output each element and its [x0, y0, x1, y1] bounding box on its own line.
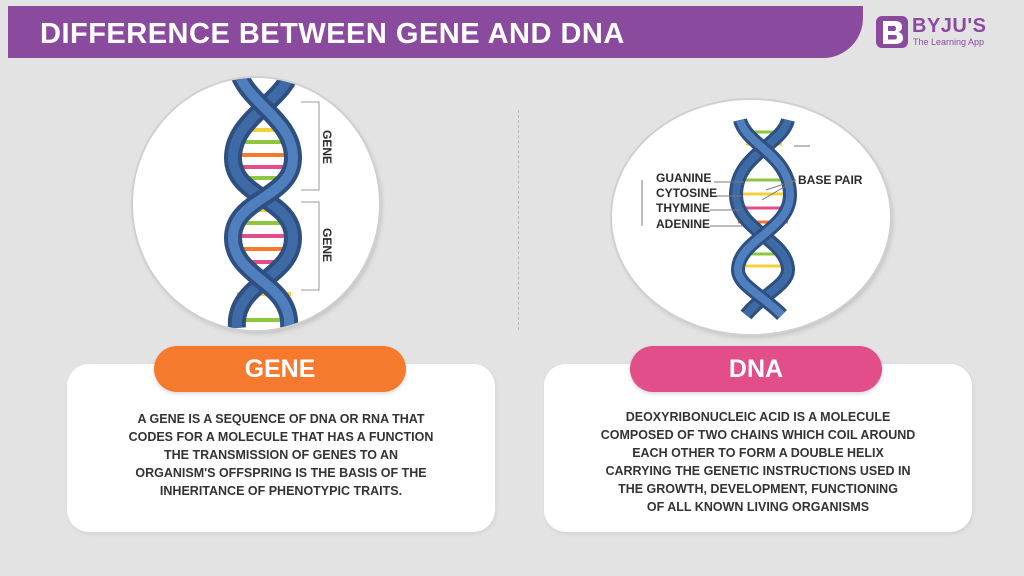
gene-diagram: GENE GENE	[133, 78, 379, 330]
dna-title-pill: DNA	[630, 346, 882, 392]
dna-helix-icon: GENE GENE	[223, 78, 334, 329]
page-title: DIFFERENCE BETWEEN GENE AND DNA	[40, 18, 625, 50]
dna-diagram: GUANINE CYTOSINE THYMINE ADENINE BASE PA…	[612, 100, 890, 334]
dna-title: DNA	[728, 354, 784, 383]
logo-badge	[876, 16, 908, 48]
dna-card: DEOXYRIBONUCLEIC ACID IS A MOLECULE COMP…	[544, 364, 972, 532]
header-banner: DIFFERENCE BETWEEN GENE AND DNA	[8, 6, 863, 58]
cytosine-label: CYTOSINE	[656, 186, 717, 200]
guanine-label: GUANINE	[656, 171, 711, 185]
gene-card: A GENE IS A SEQUENCE OF DNA OR RNA THAT …	[67, 364, 495, 532]
logo-tagline: The Learning App	[913, 37, 985, 47]
dna-helix-icon: GUANINE CYTOSINE THYMINE ADENINE BASE PA…	[641, 117, 863, 321]
byjus-logo[interactable]: BYJU'S The Learning App	[876, 15, 1016, 56]
dna-description: DEOXYRIBONUCLEIC ACID IS A MOLECULE COMP…	[600, 410, 916, 514]
logo-b-icon	[883, 21, 903, 44]
adenine-label: ADENINE	[656, 217, 710, 231]
base-pair-label: BASE PAIR	[798, 173, 863, 187]
gene-label-top: GENE	[320, 130, 334, 164]
center-divider	[518, 110, 519, 330]
gene-label-bottom: GENE	[320, 228, 334, 262]
thymine-label: THYMINE	[656, 201, 710, 215]
gene-title: GENE	[244, 354, 316, 383]
gene-title-pill: GENE	[154, 346, 406, 392]
logo-name: BYJU'S	[912, 15, 987, 37]
gene-description: A GENE IS A SEQUENCE OF DNA OR RNA THAT …	[128, 412, 434, 498]
